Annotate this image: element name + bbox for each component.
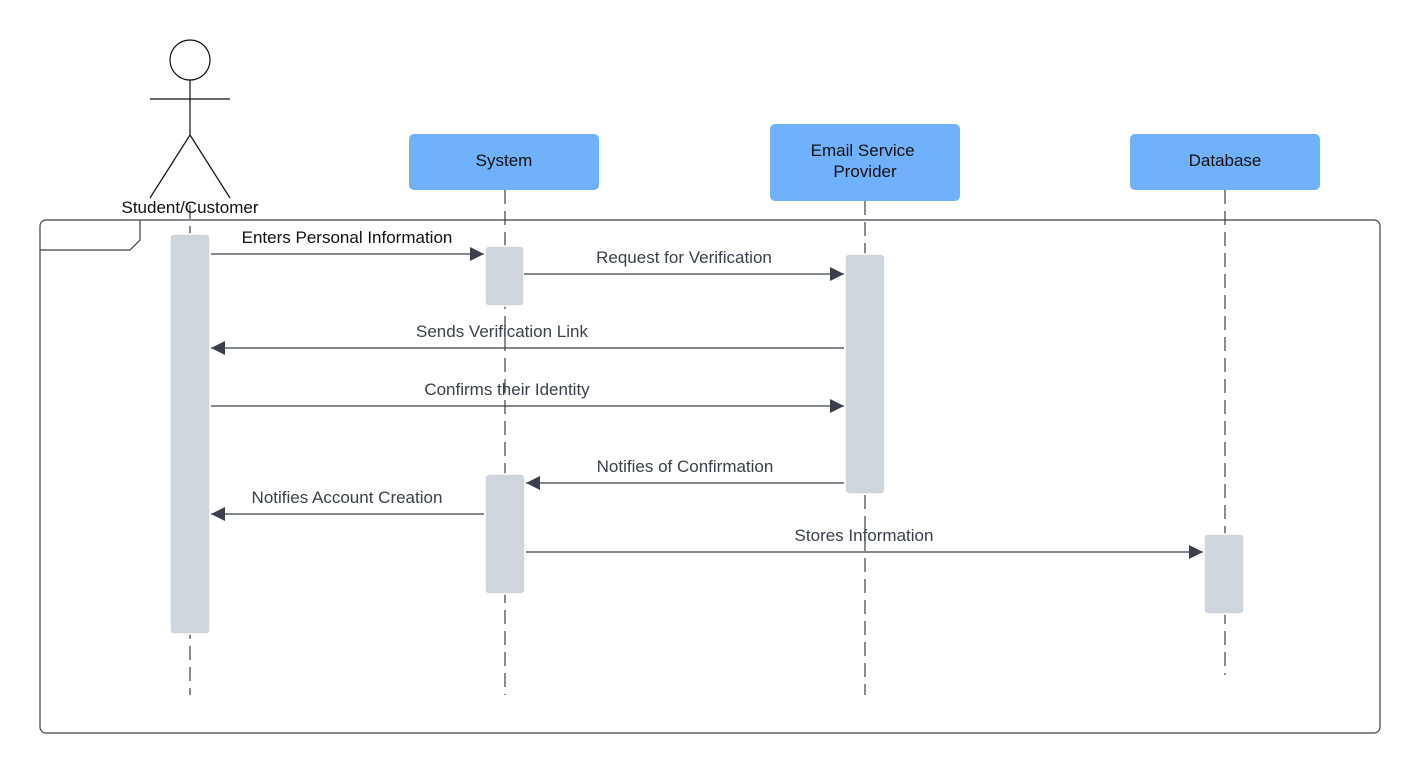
activation-system-2: [484, 473, 526, 595]
message-label-1: Enters Personal Information: [242, 228, 453, 247]
message-label-2: Request for Verification: [596, 248, 772, 267]
message-label-3: Sends Verification Link: [416, 322, 588, 341]
participant-database-label: Database: [1189, 151, 1262, 170]
participant-database: Database: [1130, 134, 1320, 190]
activation-student: [169, 233, 211, 635]
fragment-frame: [39, 219, 1381, 734]
activation-bars: [169, 233, 1245, 635]
message-label-6: Notifies Account Creation: [252, 488, 443, 507]
activation-database: [1203, 533, 1245, 615]
svg-text:Database: Database: [1189, 151, 1262, 170]
svg-text:System: System: [476, 151, 533, 170]
activation-system-1: [484, 245, 525, 307]
activation-email: [844, 253, 886, 495]
svg-text:Email Service Provider: Email Service Provider: [811, 141, 920, 181]
participant-system-label: System: [476, 151, 533, 170]
messages: [211, 247, 1203, 559]
message-label-7: Stores Information: [795, 526, 934, 545]
participant-email-label-line2: Provider: [833, 162, 897, 181]
message-label-4: Confirms their Identity: [424, 380, 590, 399]
participant-system: System: [409, 134, 599, 190]
actor-student-label: Student/Customer: [121, 198, 258, 217]
actor-student-icon: [149, 39, 231, 199]
participant-email-label-line1: Email Service: [811, 141, 915, 160]
participant-email-service-provider: Email Service Provider: [770, 124, 960, 201]
message-label-5: Notifies of Confirmation: [597, 457, 774, 476]
fragment-operator-tab: [40, 220, 141, 251]
